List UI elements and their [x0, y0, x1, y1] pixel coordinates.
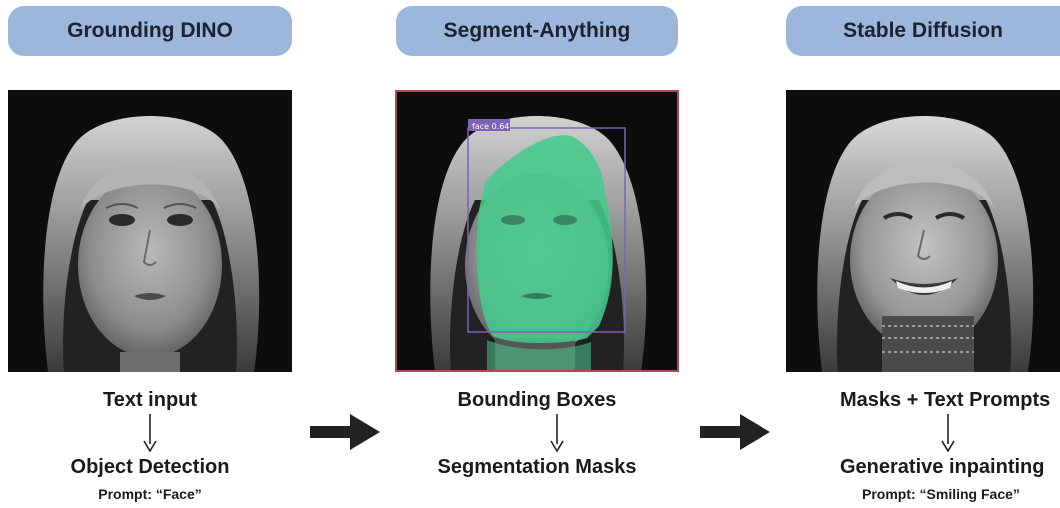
stage-1-output-label: Object Detection [70, 456, 230, 478]
stage-1-down-arrow [143, 414, 157, 452]
stage-2-segmentation-photo: face 0.64 [395, 90, 679, 372]
detection-label: face 0.64 [472, 122, 510, 131]
stage-2-input-label: Bounding Boxes [457, 389, 617, 411]
stage-2-title-text: Segment-Anything [443, 19, 631, 42]
smiling-face-portrait [786, 90, 1060, 372]
stage-3-output-label: Generative inpainting [840, 456, 1045, 478]
child-face-portrait [8, 90, 292, 372]
stage-1-title: Grounding DINO [8, 6, 292, 56]
stage-3-title-text: Stable Diffusion [843, 19, 1003, 42]
stage-1-title-text: Grounding DINO [67, 19, 233, 42]
detection-bounding-box [467, 127, 626, 333]
stage-2-output-label: Segmentation Masks [437, 456, 637, 478]
segmented-face-portrait [397, 92, 677, 370]
stage-2-title: Segment-Anything [396, 6, 678, 56]
stage-1-prompt: Prompt: “Face” [98, 486, 202, 502]
stage-3-output-photo [786, 90, 1060, 372]
stage-3-title: Stable Diffusion [786, 6, 1060, 56]
stage-3-input-label: Masks + Text Prompts [840, 389, 1051, 411]
stage-2-down-arrow [550, 414, 564, 452]
segmentation-mask [476, 135, 613, 343]
flow-arrow-1 [310, 414, 380, 450]
stage-3-prompt: Prompt: “Smiling Face” [862, 486, 1020, 502]
flow-arrow-2 [700, 414, 770, 450]
stage-1-input-label: Text input [102, 389, 198, 411]
stage-1-input-photo [8, 90, 292, 372]
stage-3-down-arrow [941, 414, 955, 452]
